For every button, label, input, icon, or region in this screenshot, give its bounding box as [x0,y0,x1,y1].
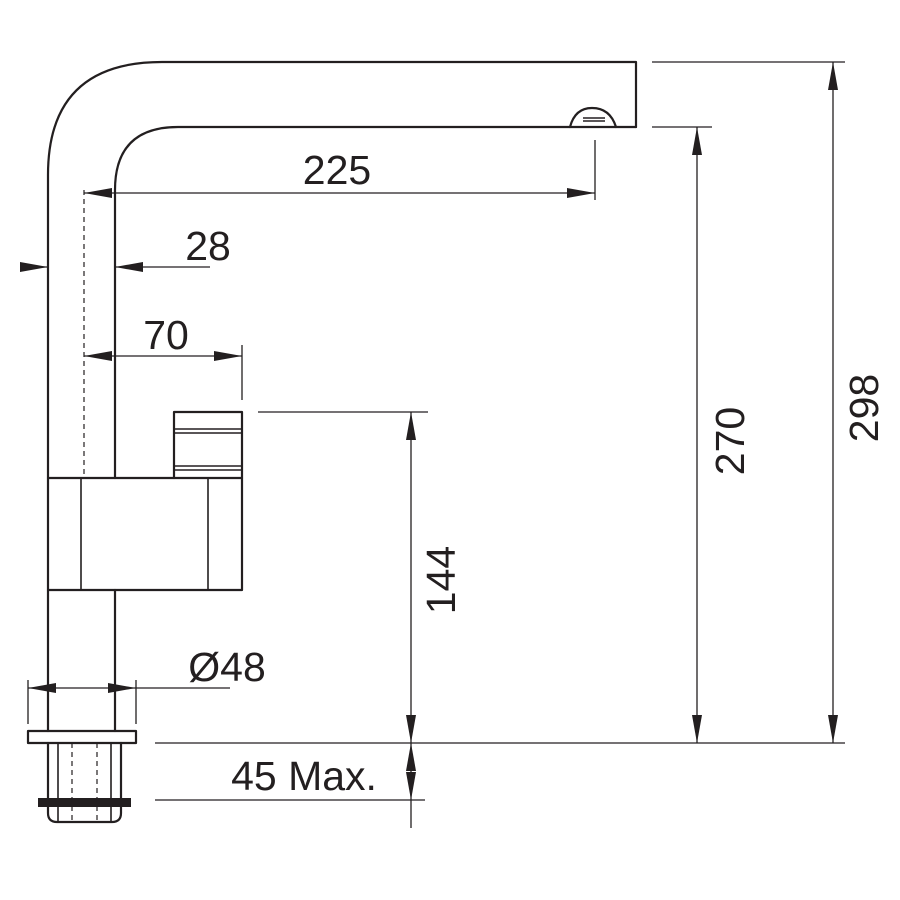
aerator-outlet [568,106,618,129]
dimension-handle-offset: 70 [84,312,243,400]
dimension-base-diameter: Ø48 [27,644,266,724]
sealing-ring [38,798,131,807]
lower-column [46,588,117,733]
dimension-label-45-max: 45 Max. [231,753,377,799]
dimension-label-144: 144 [418,546,464,614]
dimension-tube-diameter: 28 [20,223,231,272]
spout-outer-edge [46,60,638,480]
base-plate [26,729,138,745]
dimension-spout-height: 270 [652,126,753,743]
mixer-body [46,476,244,592]
dimension-mount-thickness: 45 Max. [155,742,845,801]
handle-lever [172,410,244,480]
dimension-handle-height: 144 [258,411,464,828]
dimension-label-270: 270 [707,407,753,475]
spout-inner-edge [113,125,638,480]
hidden-lines [71,190,98,822]
dimension-label-28: 28 [185,223,231,269]
dimension-label-298: 298 [841,374,887,442]
dimension-label-diameter-48: Ø48 [188,644,266,690]
dimension-label-225: 225 [303,147,371,193]
dimension-total-height: 298 [652,61,887,743]
faucet-outline [26,60,638,824]
dimension-label-70: 70 [143,312,189,358]
dimension-spout-reach: 225 [84,140,596,200]
threaded-shank [46,741,123,824]
